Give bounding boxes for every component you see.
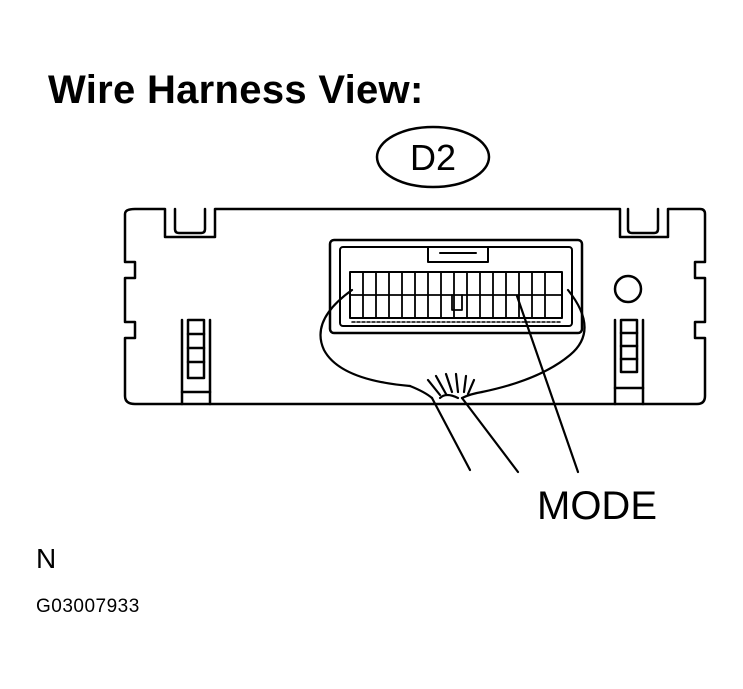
wire-bundle xyxy=(319,288,586,474)
orientation-mark: N xyxy=(36,543,57,574)
mode-leader-line xyxy=(515,294,580,474)
connector-housing xyxy=(123,207,707,406)
connector-code-bubble: D2 xyxy=(375,125,491,189)
connector-code-label: D2 xyxy=(410,137,456,178)
page-title: Wire Harness View: xyxy=(48,68,424,112)
figure-id: G03007933 xyxy=(36,596,140,617)
terminal-block xyxy=(328,238,584,335)
mode-callout-label: MODE xyxy=(537,484,657,528)
